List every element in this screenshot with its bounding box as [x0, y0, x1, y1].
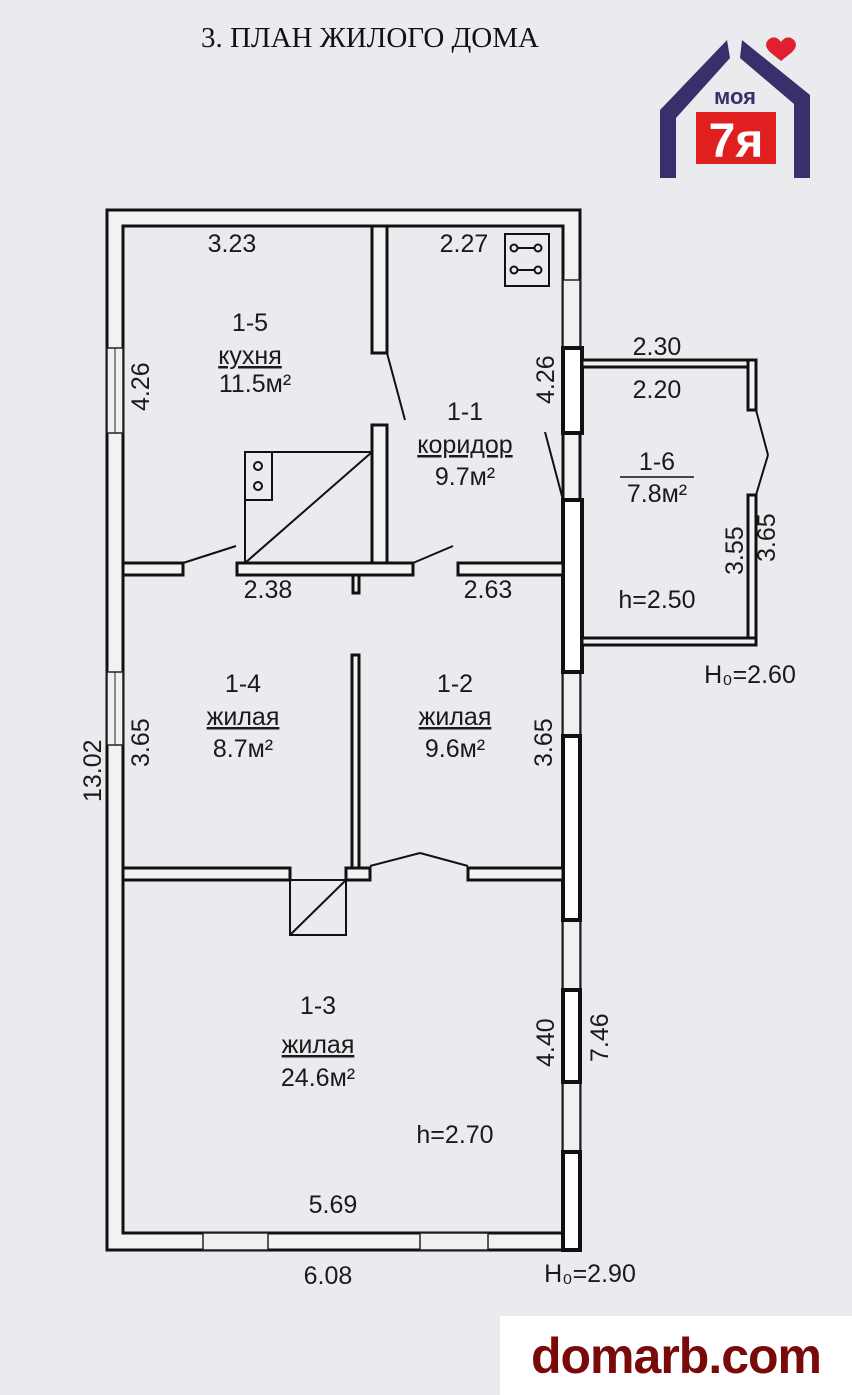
exterior-walls: [105, 208, 584, 1252]
svg-text:1-2: 1-2: [437, 670, 473, 698]
svg-text:1-3: 1-3: [300, 992, 336, 1020]
window: [562, 671, 581, 737]
stairs: [244, 451, 373, 564]
stove-icon: [504, 233, 550, 287]
plan-title: 3. ПЛАН ЖИЛОГО ДОМА: [201, 22, 539, 54]
svg-text:5.69: 5.69: [309, 1191, 358, 1219]
svg-text:4.26: 4.26: [127, 362, 155, 411]
svg-text:2.30: 2.30: [633, 333, 682, 361]
svg-text:7.46: 7.46: [586, 1013, 614, 1062]
svg-text:7.8м²: 7.8м²: [627, 480, 687, 508]
svg-text:13.02: 13.02: [79, 739, 107, 802]
svg-text:6.08: 6.08: [304, 1262, 353, 1290]
svg-text:жилая: жилая: [419, 703, 492, 731]
room-1-6: 1-6 7.8м²: [620, 448, 694, 508]
stove-icon: [244, 451, 273, 501]
svg-text:2.20: 2.20: [633, 376, 682, 404]
svg-text:H₀=2.60: H₀=2.60: [704, 661, 796, 689]
svg-text:7я: 7я: [709, 115, 764, 168]
window: [202, 1232, 269, 1251]
svg-text:8.7м²: 8.7м²: [213, 735, 273, 763]
svg-text:2.63: 2.63: [464, 576, 513, 604]
svg-text:жилая: жилая: [207, 703, 280, 731]
svg-text:моя: моя: [714, 84, 756, 109]
svg-text:h=2.50: h=2.50: [618, 586, 695, 614]
svg-text:1-5: 1-5: [232, 309, 268, 337]
svg-text:3.23: 3.23: [208, 230, 257, 258]
svg-text:коридор: коридор: [417, 431, 512, 459]
svg-text:жилая: жилая: [282, 1031, 355, 1059]
svg-text:2.38: 2.38: [244, 576, 293, 604]
svg-text:3.55: 3.55: [721, 526, 749, 575]
svg-text:1-4: 1-4: [225, 670, 261, 698]
svg-text:H₀=2.90: H₀=2.90: [544, 1260, 636, 1288]
window: [419, 1232, 489, 1251]
annex-walls: [580, 358, 769, 647]
room-1-5: 1-5 кухня 11.5м²: [218, 309, 291, 398]
svg-text:1-6: 1-6: [639, 448, 675, 476]
svg-text:h=2.70: h=2.70: [416, 1121, 493, 1149]
stairs: [289, 879, 347, 936]
watermark-text: domarb.com: [530, 1327, 822, 1384]
ceiling-heights: h=2.50 H₀=2.60 h=2.70 H₀=2.90: [416, 586, 795, 1288]
svg-text:2.27: 2.27: [440, 230, 489, 258]
svg-text:3.65: 3.65: [127, 718, 155, 767]
svg-text:9.7м²: 9.7м²: [435, 463, 495, 491]
room-1-1: 1-1 коридор 9.7м²: [417, 398, 512, 491]
heart-icon: [766, 37, 796, 61]
svg-text:1-1: 1-1: [447, 398, 483, 426]
svg-text:3.65: 3.65: [753, 513, 781, 562]
window: [562, 279, 581, 349]
room-1-4: 1-4 жилая 8.7м²: [207, 670, 280, 763]
svg-text:9.6м²: 9.6м²: [425, 735, 485, 763]
window: [562, 919, 581, 991]
room-1-2: 1-2 жилая 9.6м²: [419, 670, 492, 763]
interior-walls: [121, 224, 565, 936]
dimension-labels: 3.23 2.27 2.30 2.20 2.38 2.63 5.69 6.08 …: [79, 230, 781, 1290]
room-1-3: 1-3 жилая 24.6м²: [281, 992, 355, 1092]
window: [562, 1081, 581, 1153]
logo: моя 7я: [660, 37, 810, 178]
svg-text:4.40: 4.40: [532, 1018, 560, 1067]
svg-text:кухня: кухня: [218, 342, 282, 370]
svg-text:4.26: 4.26: [532, 355, 560, 404]
svg-text:24.6м²: 24.6м²: [281, 1064, 355, 1092]
watermark: domarb.com: [500, 1316, 852, 1395]
svg-text:11.5м²: 11.5м²: [219, 370, 291, 398]
svg-text:3.65: 3.65: [530, 718, 558, 767]
